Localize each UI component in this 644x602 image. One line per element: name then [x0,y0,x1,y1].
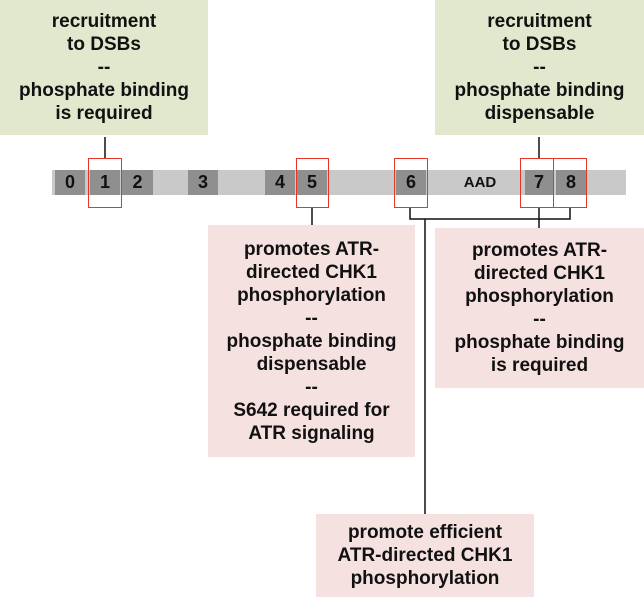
annotation-line: phosphate binding [454,80,625,101]
aad-label: AAD [463,174,497,191]
annotation-line: is required [55,103,153,124]
connector-domain6-8-bracket [409,208,571,220]
annotation-line: promotes ATR- [471,240,608,261]
annotation-middle: promotes ATR- directed CHK1 phosphorylat… [208,225,415,457]
annotation-line: phosphate binding [19,80,189,101]
annotation-line: to DSBs [67,34,141,55]
domain-6: 6 [396,170,426,195]
domain-8: 8 [556,170,586,195]
domain-5: 5 [297,170,327,195]
annotation-line: -- [533,309,546,330]
highlight-domain-1 [88,158,122,208]
domain-4: 4 [265,170,295,195]
domain-2: 2 [122,170,153,195]
annotation-line: -- [305,376,318,398]
annotation-line: promote efficient [347,522,503,543]
annotation-line: recruitment [51,11,157,32]
domain-1: 1 [90,170,120,195]
annotation-line: phosphate binding [454,332,625,353]
domain-0: 0 [55,170,85,195]
domain-3: 3 [188,170,218,195]
annotation-line: is required [490,355,589,376]
annotation-line: phosphorylation [350,568,500,589]
annotation-bottom: promote efficient ATR-directed CHK1 phos… [316,514,534,597]
annotation-line: ATR-directed CHK1 [337,545,513,566]
annotation-line: directed CHK1 [474,263,605,284]
domain-7: 7 [525,170,553,195]
annotation-right: promotes ATR- directed CHK1 phosphorylat… [435,228,644,388]
annotation-line: phosphate binding [226,330,397,352]
annotation-line: -- [305,307,318,329]
annotation-line: dispensable [484,103,595,124]
highlight-domain-8 [553,158,587,208]
highlight-domain-6 [394,158,428,208]
annotation-line: recruitment [487,11,592,32]
annotation-line: phosphorylation [237,284,386,306]
annotation-line: -- [533,57,546,78]
annotation-line: -- [97,57,111,78]
annotation-line: ATR signaling [248,422,375,444]
highlight-domain-7 [520,158,554,208]
annotation-line: to DSBs [502,34,577,55]
annotation-line: promotes ATR- [243,238,380,260]
annotation-line: directed CHK1 [246,261,377,283]
highlight-domain-5 [296,158,329,208]
annotation-top-left: recruitment to DSBs -- phosphate binding… [0,0,208,135]
annotation-top-right: recruitment to DSBs -- phosphate binding… [435,0,644,135]
annotation-line: phosphorylation [465,286,614,307]
annotation-line: S642 required for [233,399,390,421]
annotation-line: dispensable [256,353,367,375]
